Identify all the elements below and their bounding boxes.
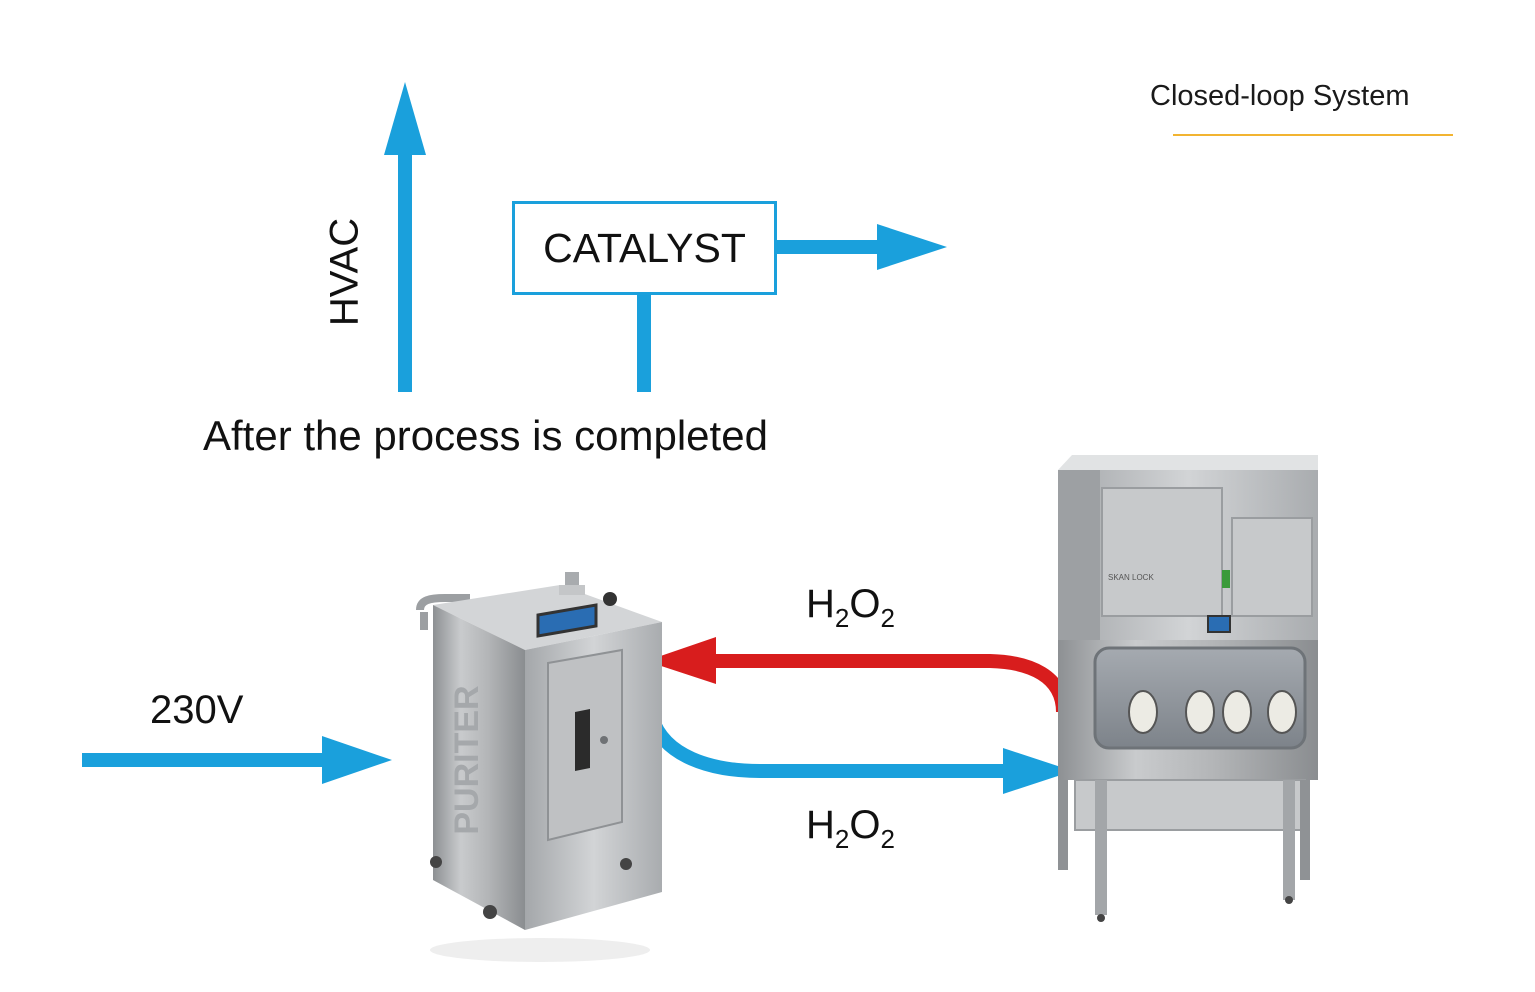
h2o2-supply-label: H2O2 (806, 803, 895, 855)
h2o2-supply-sub1: 2 (834, 824, 850, 854)
supply-h2o2-arrow (645, 715, 1073, 794)
h2o2-return-label: H2O2 (806, 582, 895, 634)
isolator-brand-text: SKAN LOCK (1108, 573, 1154, 582)
catalyst-label: CATALYST (543, 224, 746, 271)
h2o2-return-o: O (849, 582, 881, 626)
h2o2-generator-illustration: PURITER (416, 572, 662, 962)
diagram-title: Closed-loop System (1150, 80, 1410, 112)
power-arrow (82, 736, 392, 784)
catalyst-outlet-arrow (777, 224, 947, 270)
return-h2o2-arrow (646, 637, 1070, 713)
h2o2-return-sub2: 2 (880, 603, 895, 633)
title-underline (1173, 134, 1453, 136)
catalyst-inlet-stem (637, 293, 651, 392)
hvac-label: HVAC (322, 217, 367, 327)
h2o2-return-sub1: 2 (834, 603, 850, 633)
h2o2-return-h: H (806, 582, 835, 626)
h2o2-supply-sub2: 2 (880, 824, 895, 854)
after-process-caption: After the process is completed (203, 412, 768, 459)
h2o2-supply-o: O (849, 803, 881, 847)
voltage-label: 230V (150, 688, 244, 732)
hvac-arrow (384, 82, 426, 392)
h2o2-supply-h: H (806, 803, 835, 847)
generator-brand-text: PURITER (448, 685, 486, 834)
isolator-illustration: SKAN LOCK (1058, 455, 1318, 922)
catalyst-box: CATALYST (512, 201, 777, 295)
